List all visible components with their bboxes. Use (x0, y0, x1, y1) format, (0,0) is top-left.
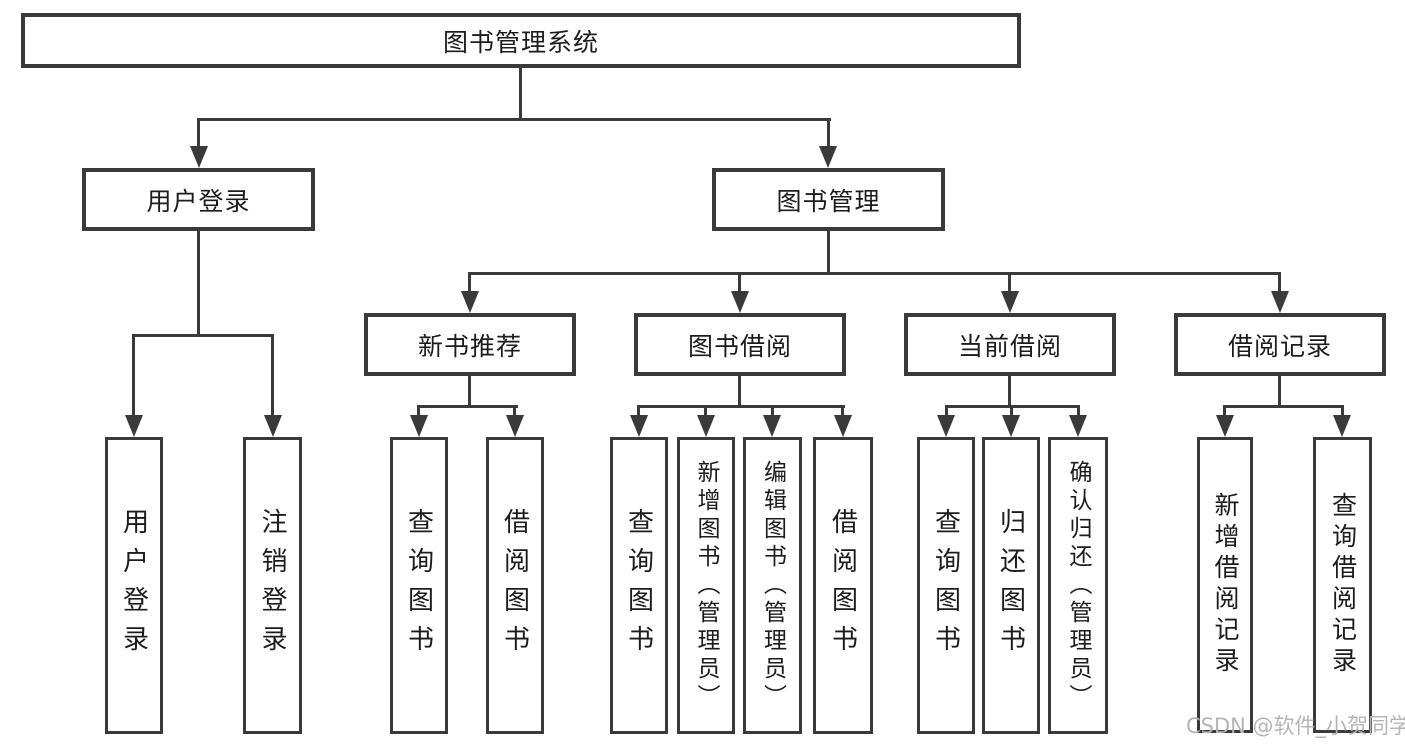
leaf-borrow-books: 借阅图书 (813, 437, 873, 734)
connector-record-stem (1278, 374, 1281, 407)
connector-mgmt-stem (827, 229, 830, 274)
connector-level1-bar (197, 118, 831, 121)
arrow-to-bor-add (697, 415, 715, 437)
arrow-to-rec-borrow (506, 415, 524, 437)
connector-drop-recommend (468, 272, 471, 295)
connector-record-bar (1223, 405, 1343, 408)
connector-recommend-bar (417, 405, 518, 408)
leaf-query-borrow-record-label: 查询借阅记录 (1328, 492, 1358, 678)
connector-drop-leaf-logout (271, 334, 274, 419)
connector-drop-cur-query (945, 405, 948, 421)
node-new-book-recommend-label: 新书推荐 (417, 331, 522, 361)
connector-level2-bar (468, 272, 1281, 275)
connector-drop-rec-query (417, 405, 420, 421)
connector-borrow-stem (738, 374, 741, 407)
leaf-borrow-query-books-label: 查询图书 (623, 507, 654, 664)
connector-recommend-stem (468, 374, 471, 407)
leaf-borrow-query-books: 查询图书 (610, 437, 668, 734)
leaf-query-borrow-record: 查询借阅记录 (1313, 437, 1372, 733)
connector-user-bar (132, 334, 274, 337)
leaf-add-borrow-record-label: 新增借阅记录 (1211, 492, 1240, 678)
connector-drop-bor-query (637, 405, 640, 421)
connector-drop-cur-return (1010, 405, 1013, 421)
leaf-current-query-books: 查询图书 (917, 437, 975, 734)
connector-user-stem (197, 229, 200, 336)
arrow-to-rec-query (410, 415, 428, 437)
leaf-recommend-borrow-books: 借阅图书 (486, 437, 544, 734)
node-book-borrow: 图书借阅 (634, 313, 846, 376)
connector-drop-bor-borrow (841, 405, 844, 421)
leaf-current-query-books-label: 查询图书 (930, 507, 961, 664)
leaf-user-login-label: 用户登录 (118, 507, 149, 664)
connector-drop-bor-add (704, 405, 707, 421)
connector-borrow-bar (637, 405, 845, 408)
leaf-edit-book-admin-label: 编辑图书（管理员） (759, 459, 786, 712)
leaf-confirm-return-admin-label: 确认归还（管理员） (1065, 459, 1091, 712)
connector-drop-borrow (738, 272, 741, 295)
connector-drop-current (1008, 272, 1011, 295)
arrow-to-leaf-user-login (125, 415, 143, 437)
leaf-add-book-admin: 新增图书（管理员） (677, 437, 735, 734)
arrow-to-cur-return (1002, 415, 1020, 437)
node-root: 图书管理系统 (21, 13, 1021, 68)
connector-drop-rec-query-record (1341, 405, 1344, 421)
arrow-to-recommend (461, 291, 479, 313)
arrow-to-bor-edit (763, 415, 781, 437)
node-user-login: 用户登录 (82, 168, 315, 231)
node-user-login-label: 用户登录 (146, 186, 251, 216)
connector-drop-leaf-user-login (132, 334, 135, 419)
connector-drop-cur-confirm (1077, 405, 1080, 421)
node-borrow-record-label: 借阅记录 (1227, 331, 1332, 361)
leaf-recommend-borrow-books-label: 借阅图书 (499, 507, 530, 664)
connector-drop-record (1278, 272, 1281, 295)
node-borrow-record: 借阅记录 (1174, 313, 1386, 376)
connector-drop-book-management (827, 118, 830, 150)
node-book-borrow-label: 图书借阅 (687, 331, 792, 361)
leaf-logout-label: 注销登录 (257, 507, 287, 664)
node-new-book-recommend: 新书推荐 (364, 313, 576, 376)
arrow-to-record (1271, 291, 1289, 313)
leaf-recommend-query-books-label: 查询图书 (403, 507, 434, 664)
csdn-watermark: CSDN @软件_小贺同学 (1186, 714, 1405, 738)
arrow-to-borrow (731, 291, 749, 313)
node-book-management-label: 图书管理 (776, 186, 881, 216)
arrow-to-user-login (190, 146, 208, 168)
leaf-return-book: 归还图书 (982, 437, 1040, 734)
leaf-add-book-admin-label: 新增图书（管理员） (693, 459, 719, 712)
arrow-to-rec-add-record (1216, 415, 1234, 437)
connector-drop-rec-borrow (513, 405, 516, 421)
node-current-borrow-label: 当前借阅 (957, 331, 1062, 361)
connector-root-stem (519, 66, 522, 120)
node-current-borrow: 当前借阅 (904, 313, 1116, 376)
connector-drop-bor-edit (771, 405, 774, 421)
arrow-to-cur-confirm (1069, 415, 1087, 437)
arrow-to-leaf-logout (264, 415, 282, 437)
leaf-recommend-query-books: 查询图书 (390, 437, 448, 734)
leaf-edit-book-admin: 编辑图书（管理员） (743, 437, 802, 734)
node-book-management: 图书管理 (712, 168, 945, 231)
leaf-add-borrow-record: 新增借阅记录 (1197, 437, 1253, 733)
arrow-to-cur-query (937, 415, 955, 437)
leaf-borrow-books-label: 借阅图书 (827, 507, 858, 664)
leaf-logout: 注销登录 (243, 437, 302, 734)
connector-drop-rec-add-record (1223, 405, 1226, 421)
arrow-to-bor-borrow (834, 415, 852, 437)
leaf-confirm-return-admin: 确认归还（管理员） (1048, 437, 1108, 734)
connector-drop-user-login (197, 118, 200, 150)
arrow-to-rec-query-record (1333, 415, 1351, 437)
leaf-user-login: 用户登录 (105, 437, 163, 734)
arrow-to-current (1001, 291, 1019, 313)
arrow-to-bor-query (630, 415, 648, 437)
arrow-to-book-management (819, 146, 837, 168)
leaf-return-book-label: 归还图书 (995, 507, 1026, 664)
node-root-label: 图书管理系统 (442, 27, 599, 57)
connector-current-stem (1008, 374, 1011, 407)
